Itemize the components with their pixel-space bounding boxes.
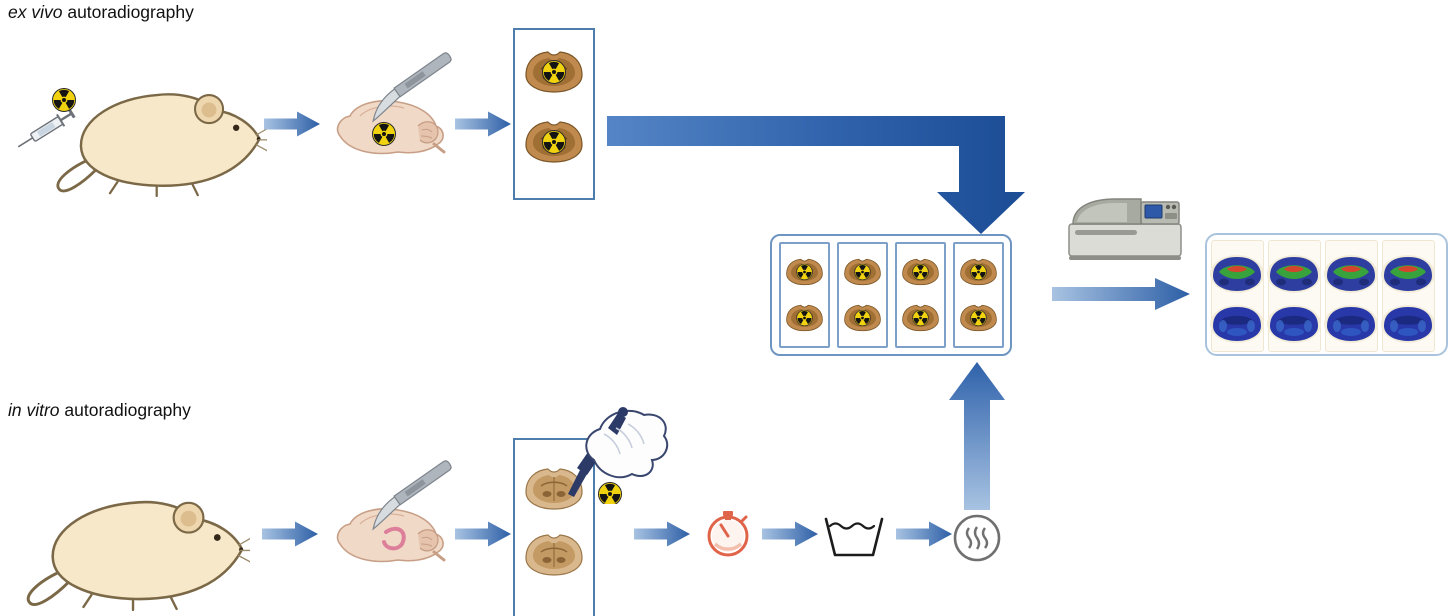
autoradiogram-icon xyxy=(1324,305,1378,343)
radiation-icon xyxy=(912,263,929,281)
radiation-icon xyxy=(542,60,566,84)
slide-contents xyxy=(525,51,583,163)
radiation-icon xyxy=(598,482,622,504)
radiation-icon xyxy=(796,263,813,281)
brain-dissection-in-vitro xyxy=(336,458,456,563)
in-vitro-label-rest: autoradiography xyxy=(59,400,191,420)
mouse-ex-vivo xyxy=(56,92,267,197)
radiation-icon xyxy=(796,309,813,327)
flow-arrow-icon xyxy=(896,521,952,547)
flow-arrow-icon xyxy=(264,111,320,137)
radiation-icon xyxy=(372,122,396,146)
brain-dissection-ex-vivo xyxy=(336,50,456,155)
hippocampus-highlight xyxy=(382,526,406,551)
flow-arrow-icon xyxy=(1052,278,1190,310)
mouse-in-vitro xyxy=(26,500,250,611)
ex-vivo-label-rest: autoradiography xyxy=(62,2,194,22)
in-vitro-label-italic: in vitro xyxy=(8,400,60,420)
autoradiogram-icon xyxy=(1210,305,1264,343)
stopwatch-icon xyxy=(707,509,749,557)
cassette-slide xyxy=(895,242,946,348)
brain-icon xyxy=(336,507,446,563)
radiation-icon xyxy=(542,130,566,154)
brain-slide-ex-vivo xyxy=(513,28,595,200)
radiation-icon xyxy=(854,263,871,281)
radiation-icon xyxy=(970,263,987,281)
phosphor-imager-icon xyxy=(1068,198,1182,261)
dry-icon xyxy=(953,514,1001,562)
mouse-icon xyxy=(56,92,267,197)
flow-arrow-icon xyxy=(455,521,511,547)
radioligand-pipetting-group xyxy=(567,406,669,504)
autoradiogram-icon xyxy=(1381,255,1435,293)
up-arrow-icon xyxy=(949,362,1005,510)
mouse-icon xyxy=(26,500,250,611)
cassette-slide xyxy=(837,242,888,348)
autoradiogram-icon xyxy=(1210,255,1264,293)
cassette-slide xyxy=(779,242,830,348)
radiation-icon xyxy=(854,309,871,327)
flow-arrow-icon xyxy=(455,111,511,137)
in-vitro-label: in vitro autoradiography xyxy=(8,400,191,421)
elbow-arrow-icon xyxy=(607,116,1025,234)
ex-vivo-label-italic: ex vivo xyxy=(8,2,63,22)
radiation-icon xyxy=(970,309,987,327)
pipette-hand-icon xyxy=(567,406,669,498)
autoradiogram-icon xyxy=(1381,305,1435,343)
brain-section-icon xyxy=(525,534,583,576)
autoradiogram-icon xyxy=(1267,255,1321,293)
exposure-cassette xyxy=(770,234,1012,356)
autoradiogram-icon xyxy=(1324,255,1378,293)
flow-arrow-icon xyxy=(634,521,690,547)
flow-arrow-icon xyxy=(262,521,318,547)
wash-basin-icon xyxy=(824,517,884,557)
autoradiogram-panel xyxy=(1205,233,1448,356)
radiation-icon xyxy=(912,309,929,327)
flow-arrow-icon xyxy=(762,521,818,547)
cassette-slide xyxy=(953,242,1004,348)
ex-vivo-label: ex vivo autoradiography xyxy=(8,2,194,23)
autoradiogram-icon xyxy=(1267,305,1321,343)
